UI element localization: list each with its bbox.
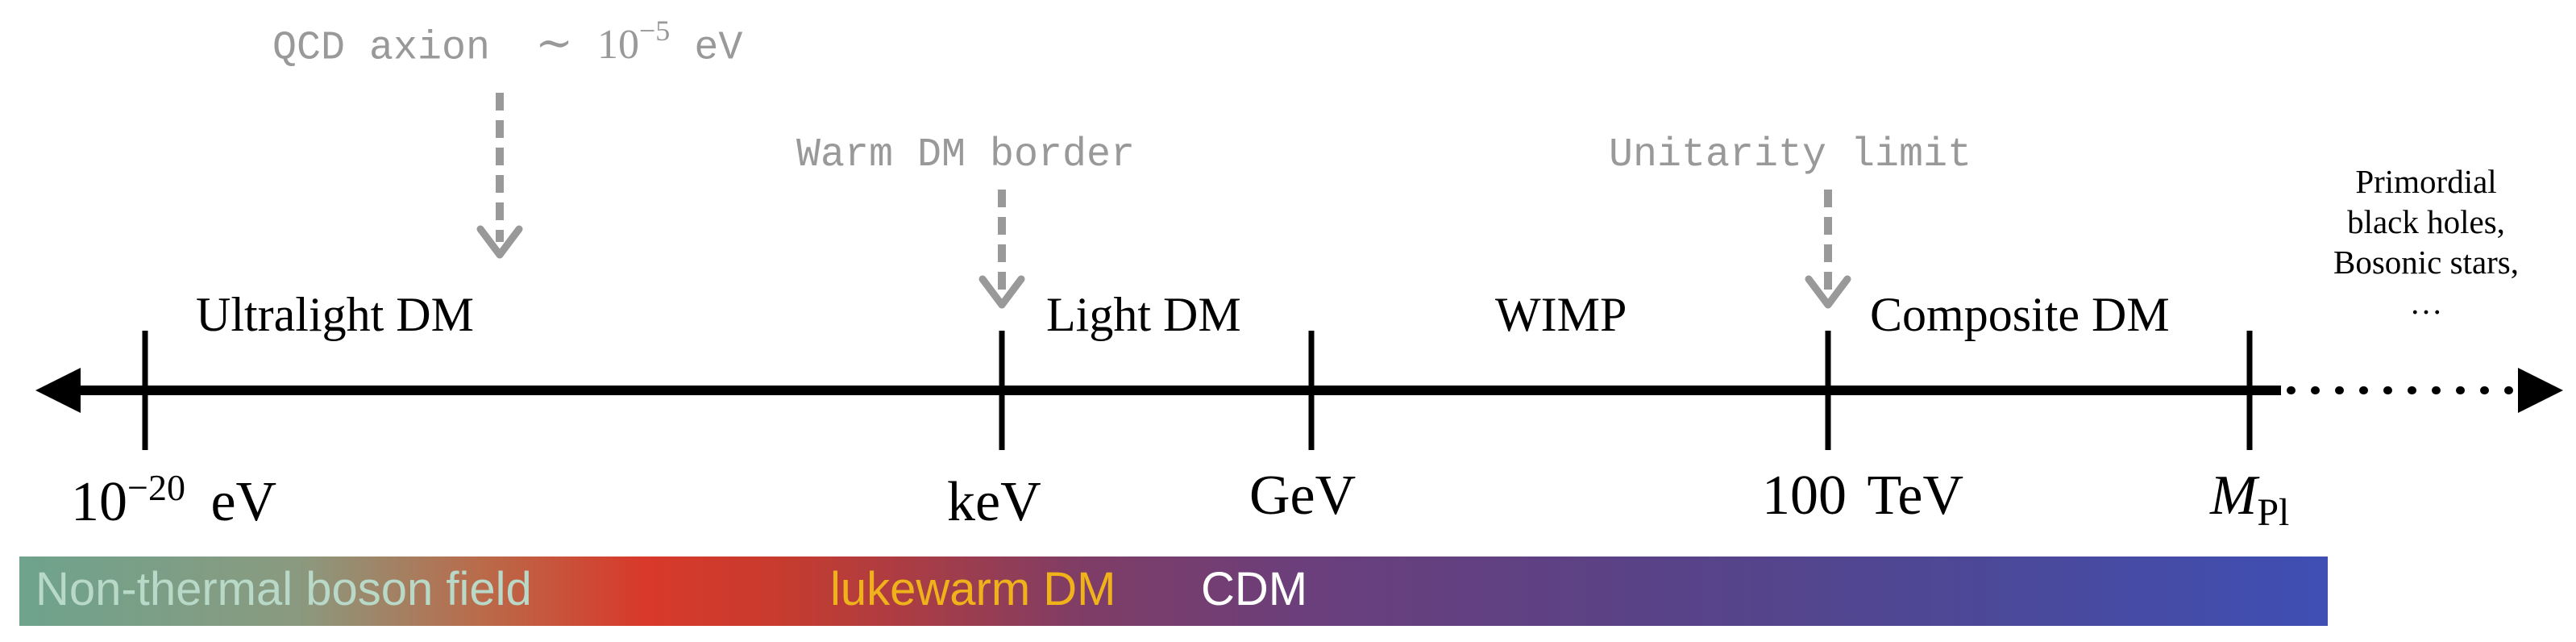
beyond-planck-note: Primordial black holes, Bosonic stars, … [2305,161,2547,323]
axis-left-arrowhead [35,368,81,413]
warm-dm-border-label: Warm DM border [796,132,1136,178]
bar-label-cdm: CDM [1201,563,1308,615]
side-note-line-2: black holes, [2347,203,2505,241]
region-composite-dm: Composite DM [1870,288,2170,341]
bar-label-lukewarm-dm: lukewarm DM [830,563,1116,615]
axion-mass-value: 10−5 [597,15,671,69]
tick-label-1e-20ev: 10−20 eV [71,467,277,533]
side-note-line-1: Primordial [2355,163,2497,200]
axis-right-arrowhead [2518,368,2563,413]
region-light-dm: Light DM [1046,288,1241,341]
region-ultralight-dm: Ultralight DM [196,288,474,341]
bar-label-non-thermal-boson-field: Non-thermal boson field [35,563,532,615]
axion-arrow [476,93,523,259]
region-wimp: WIMP [1495,288,1627,341]
axion-annotation: QCD axion ∼ 10−5 eV [272,15,743,72]
tick-label-kev: keV [947,471,1041,533]
warm-dm-arrow [978,190,1025,309]
dm-production-gradient-bar [19,557,2328,626]
unitarity-limit-label: Unitarity limit [1609,132,1972,178]
axion-label: QCD axion [272,25,491,72]
tick-label-100tev: 100 TeV [1762,465,1963,527]
tick-label-gev: GeV [1249,465,1357,527]
side-note-line-3: Bosonic stars, [2333,244,2520,281]
tick-label-mpl: MPl [2210,465,2290,534]
side-note-line-4: … [2409,284,2443,322]
axion-mass-unit: eV [694,25,743,72]
unitarity-arrow [1805,190,1851,309]
axion-sim-symbol: ∼ [535,19,573,69]
